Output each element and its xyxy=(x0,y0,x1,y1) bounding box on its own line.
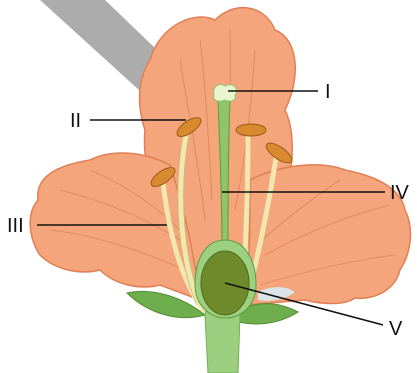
label-i: I xyxy=(325,81,331,103)
label-iii: III xyxy=(7,215,24,237)
stigma xyxy=(214,84,237,101)
label-iv: IV xyxy=(390,182,410,204)
label-ii: II xyxy=(70,110,81,132)
label-v: V xyxy=(389,318,403,340)
anther-3 xyxy=(236,124,266,136)
